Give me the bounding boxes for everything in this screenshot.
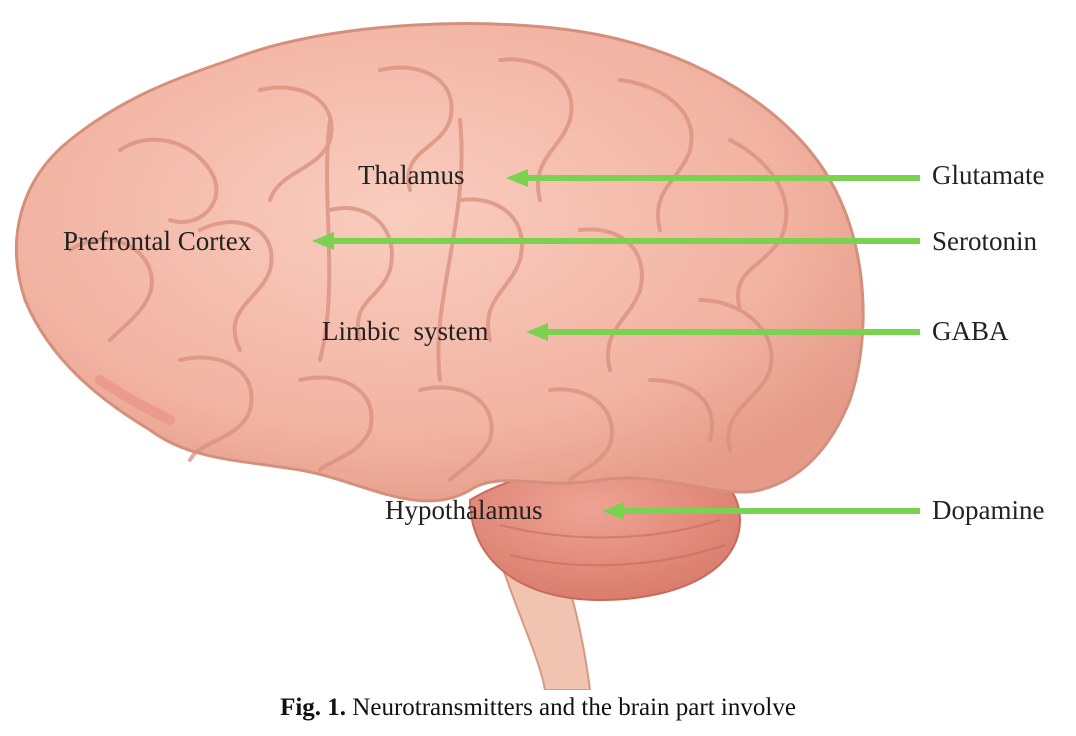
brain-illustration: [0, 0, 1076, 690]
figure-caption-text: Neurotransmitters and the brain part inv…: [346, 694, 796, 721]
region-label-hypothalamus: Hypothalamus: [385, 497, 542, 524]
region-label-thalamus: Thalamus: [358, 162, 464, 189]
neurotransmitter-label-dopamine: Dopamine: [932, 497, 1044, 524]
region-label-prefrontal-cortex: Prefrontal Cortex: [63, 228, 251, 255]
figure-caption: Fig. 1. Neurotransmitters and the brain …: [0, 695, 1076, 720]
region-label-limbic-system: Limbic system: [322, 318, 488, 345]
neurotransmitter-label-glutamate: Glutamate: [932, 162, 1044, 189]
figure-caption-prefix: Fig. 1.: [280, 694, 346, 721]
neurotransmitter-label-gaba: GABA: [932, 318, 1009, 345]
neurotransmitter-label-serotonin: Serotonin: [932, 228, 1037, 255]
cerebrum-shape: [16, 24, 863, 501]
